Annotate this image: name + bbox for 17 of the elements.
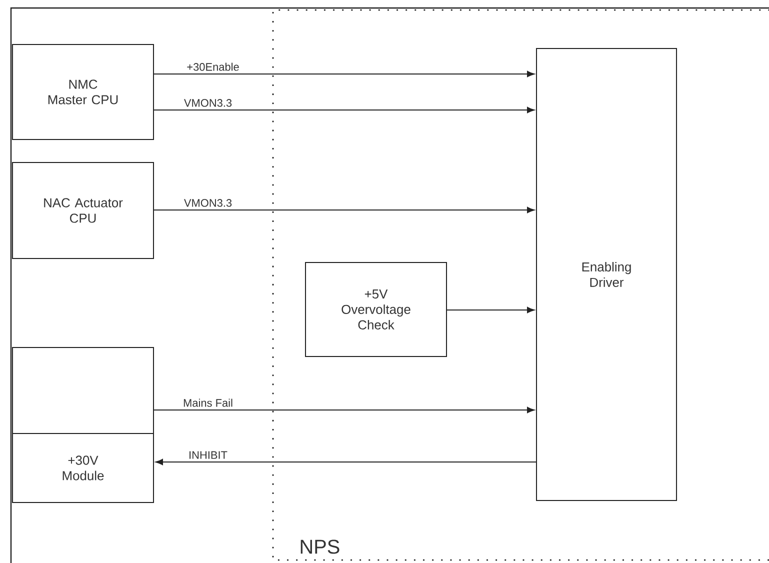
arrow (154, 206, 535, 214)
block-box: Enabling Driver (536, 48, 677, 501)
arrow (155, 458, 536, 466)
block-box (12, 347, 154, 434)
edge-label: Mains Fail (182, 398, 234, 408)
arrow (154, 106, 535, 114)
arrow (154, 406, 535, 414)
arrow (154, 70, 535, 78)
edge-label: VMON3.3 (182, 98, 234, 108)
block-box: NMC Master CPU (12, 44, 154, 140)
edge-label: VMON3.3 (182, 198, 234, 208)
block-box: +30V Module (12, 433, 154, 503)
block-box: NAC Actuator CPU (12, 162, 154, 259)
edge-label: INHIBIT (188, 450, 228, 460)
edge-label: +30Enable (186, 62, 240, 72)
block-box: +5V Overvoltage Check (305, 262, 447, 357)
arrow (446, 306, 535, 314)
